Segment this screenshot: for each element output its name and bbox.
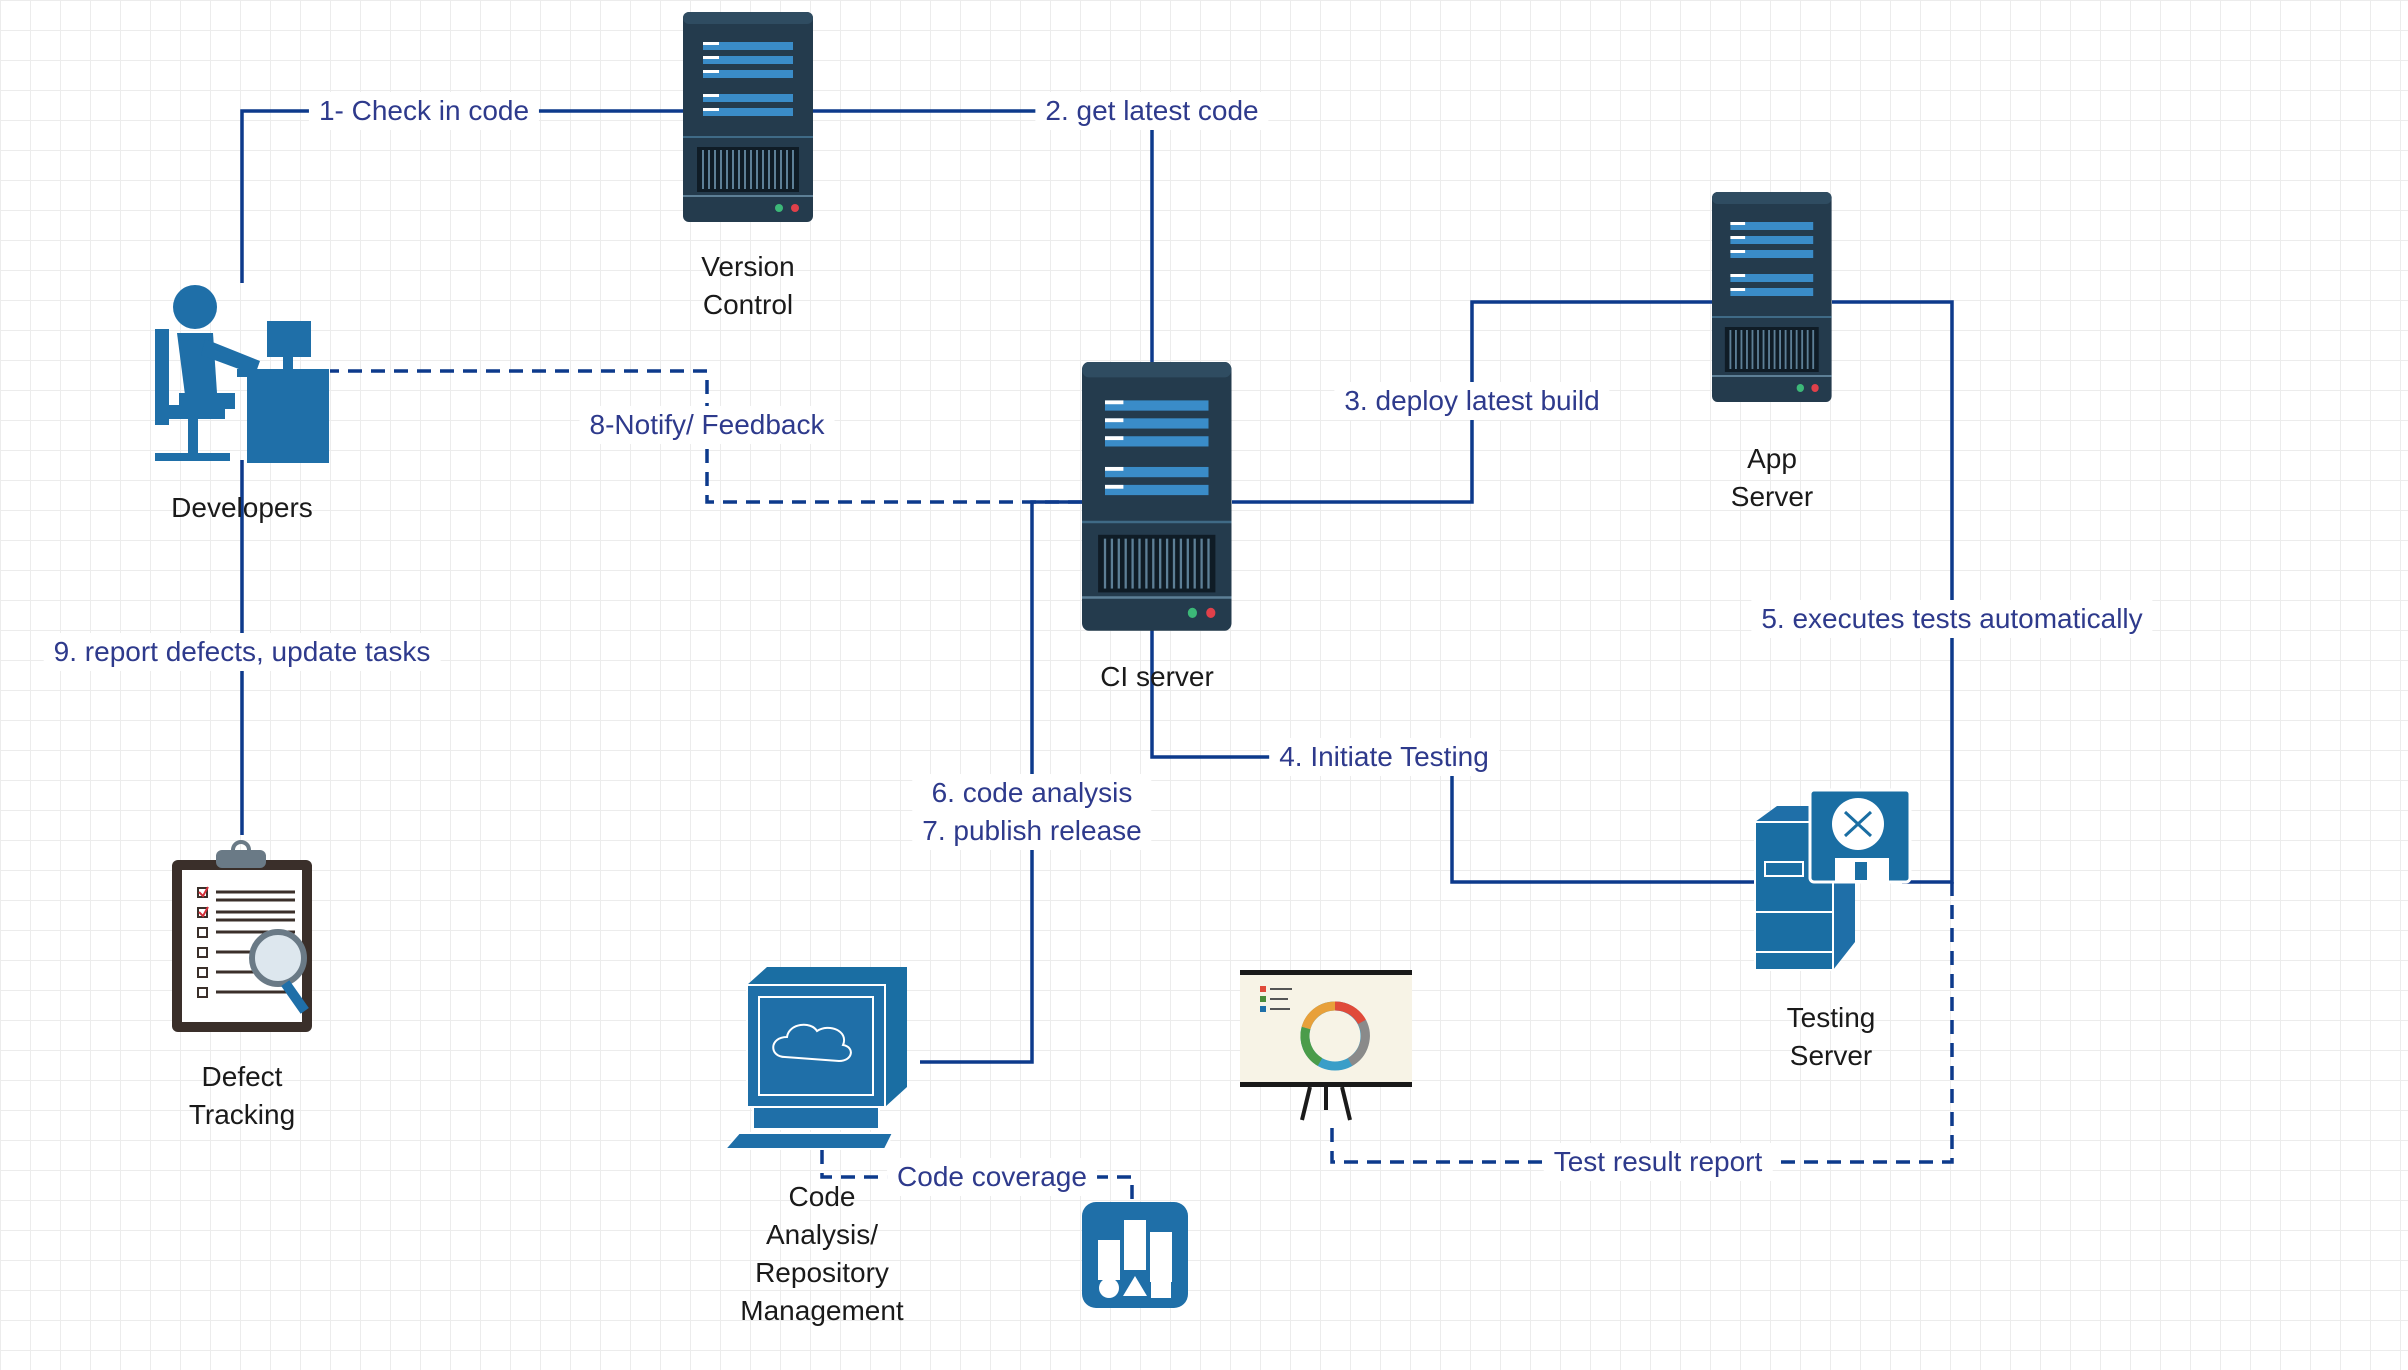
app-server-icon [1711,191,1833,403]
testing-server-label: Testing Server [1786,1002,1876,1071]
testing-server-icon [1754,788,1912,971]
app-server-label: App Server [1730,443,1814,512]
ci-server-label: CI server [1100,661,1214,692]
edge-initiate-testing-label: 4. Initiate Testing [1269,738,1499,776]
version-control-server-icon [682,11,814,223]
edge-notify-feedback-label: 8-Notify/ Feedback [579,406,835,444]
computer-icon [722,967,907,1150]
edge-executes-tests-line [1832,300,1954,884]
edge-test-result-line [1330,882,1954,1164]
code-analysis-label: Code Analysis/ Repository Management [740,1181,904,1326]
bar-chart-icon [1082,1202,1188,1308]
defect-tracking-label: Defect Tracking [188,1061,296,1130]
edge-report-defects-label: 9. report defects, update tasks [43,633,441,671]
presentation-board-icon [1240,970,1412,1121]
developers-label: Developers [171,492,313,523]
edge-check-in-label: 1- Check in code [308,92,540,130]
edge-get-latest-line [812,109,1154,365]
developer-desk-icon [155,285,329,463]
clipboard-magnifier-icon [172,840,312,1032]
edge-code-analysis-label: 6. code analysis 7. publish release [912,774,1152,850]
edge-code-coverage-label: Code coverage [887,1158,1097,1196]
version-control-label: Version Control [701,251,795,320]
edge-code-coverage-line [820,1150,1134,1205]
edge-deploy-label: 3. deploy latest build [1334,382,1610,420]
edge-executes-tests-label: 5. executes tests automatically [1751,600,2153,638]
ci-server-icon [1080,360,1233,633]
edge-check-in-line [240,109,683,283]
edge-get-latest-label: 2. get latest code [1035,92,1269,130]
edge-test-result-label: Test result report [1543,1143,1773,1181]
